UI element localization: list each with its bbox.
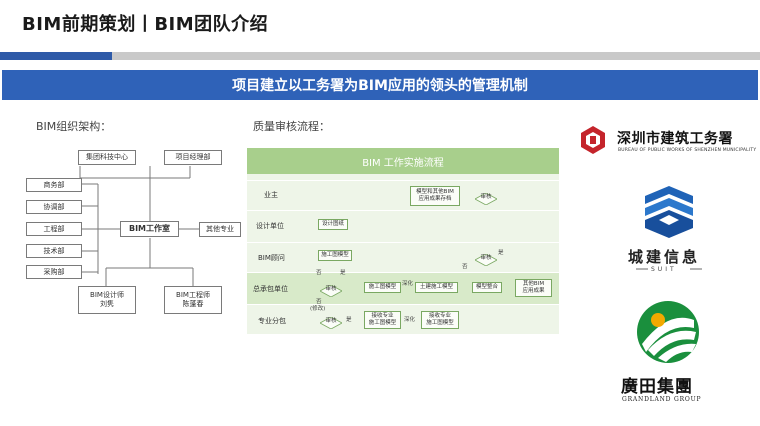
flow-decision-gc-label: 审核 (325, 286, 337, 292)
logo-suit-subtitle: SUIT (651, 266, 677, 273)
flow-decision-gc: 审核 (319, 282, 343, 298)
flow-decision-consultant-label: 审核 (480, 255, 492, 261)
flow-box-civil-model: 土建施工模型 (415, 282, 458, 293)
flow-box-consultant-model: 施工图模型 (318, 250, 352, 261)
flow-box-sub-model-b: 接收专业 施工图模型 (421, 311, 459, 329)
header-divider (0, 52, 760, 60)
org-chart-label: BIM组织架构： (36, 120, 112, 133)
flow-decision-sub-label: 审核 (325, 318, 337, 324)
edge-label-yes1: 是 (340, 270, 346, 276)
flow-box-archive-line1: 模型和其他BIM (416, 189, 454, 196)
flow-decision-consultant: 审核 (474, 251, 498, 267)
org-box-other-disciplines: 其他专业 (199, 222, 241, 237)
page-title: BIM前期策划丨BIM团队介绍 (22, 14, 269, 35)
flow-box-other-bim-line2: 应用成果 (522, 288, 545, 294)
lane-owner (247, 180, 559, 210)
flow-box-design-drawing: 设计图纸 (318, 219, 348, 230)
org-box-commerce: 商务部 (26, 178, 82, 192)
flow-box-sub-model-a-line1: 接收专业 (371, 313, 394, 320)
flow-box-archive: 模型和其他BIM 应用成果存档 (410, 186, 460, 206)
flow-box-sub-model-b-line1: 接收专业 (428, 313, 451, 320)
flow-box-gc-model: 施工图模型 (364, 282, 401, 293)
edge-label-no3: 否 (462, 264, 468, 270)
bim-engineer-role: BIM工程师 (176, 291, 210, 300)
flow-chart-label: 质量审核流程： (253, 120, 330, 133)
logo-suit-name: 城建信息 (628, 248, 701, 266)
lane-label-gc: 总承包单位 (253, 285, 288, 293)
edge-label-yes2: 是 (346, 317, 352, 323)
org-box-project-manager: 项目经理部 (164, 150, 222, 165)
flow-decision-owner: 审核 (474, 190, 498, 206)
lane-label-sub: 专业分包 (258, 317, 286, 325)
flow-decision-owner-label: 审核 (480, 194, 492, 200)
flow-box-sub-model-b-line2: 施工图模型 (426, 320, 454, 326)
flow-box-sub-model-a: 接收专业 施工图模型 (364, 311, 401, 329)
flow-box-archive-line2: 应用成果存档 (418, 196, 452, 202)
edge-label-deepen1: 深化 (402, 281, 414, 287)
bim-designer-name: 刘隽 (100, 300, 114, 308)
edge-label-revise: (修改) (310, 306, 326, 312)
lane-label-consultant: BIM顾问 (258, 254, 285, 262)
org-box-technical: 技术部 (26, 244, 82, 258)
flow-box-model-integration: 模型整合 (472, 282, 502, 293)
lane-design (247, 210, 559, 242)
header-accent-bar (0, 52, 112, 60)
org-box-bim-studio: BIM工作室 (120, 221, 179, 237)
org-box-procurement: 采购部 (26, 265, 82, 279)
bim-engineer-name: 陈蓬春 (182, 300, 204, 308)
flow-box-other-bim: 其他BIM 应用成果 (515, 279, 552, 297)
edge-label-deepen2: 深化 (404, 317, 416, 323)
flow-box-sub-model-a-line2: 施工图模型 (368, 320, 397, 326)
lane-consultant (247, 242, 559, 272)
edge-label-yes3: 是 (498, 250, 504, 256)
flow-box-other-bim-line1: 其他BIM (522, 281, 545, 288)
logo-grandland-subtitle: GRANDLAND GROUP (622, 396, 702, 403)
org-box-bim-designer: BIM设计师 刘隽 (78, 286, 136, 314)
lane-label-design: 设计单位 (256, 222, 284, 230)
org-box-group-tech-center: 集团科技中心 (78, 150, 136, 165)
lane-label-owner: 业主 (264, 191, 278, 199)
lane-subcontractor (247, 304, 559, 334)
edge-label-no1: 否 (316, 270, 322, 276)
edge-label-no2: 否 (316, 299, 322, 305)
lane-general-contractor (247, 272, 559, 304)
logo-grandland-name: 廣田集團 (621, 377, 693, 397)
logo-shenzhen-bpw-subtitle: BUREAU OF PUBLIC WORKS OF SHENZHEN MUNIC… (618, 148, 757, 153)
section-banner: 项目建立以工务署为BIM应用的领头的管理机制 (2, 70, 758, 100)
flow-chart-title: BIM 工作实施流程 (247, 148, 559, 174)
org-box-coordination: 协调部 (26, 200, 82, 214)
logo-shenzhen-bpw-name: 深圳市建筑工务署 (617, 131, 733, 147)
bim-designer-role: BIM设计师 (90, 291, 124, 300)
org-box-bim-engineer: BIM工程师 陈蓬春 (164, 286, 222, 314)
org-box-engineering: 工程部 (26, 222, 82, 236)
flow-decision-sub: 审核 (319, 314, 343, 330)
